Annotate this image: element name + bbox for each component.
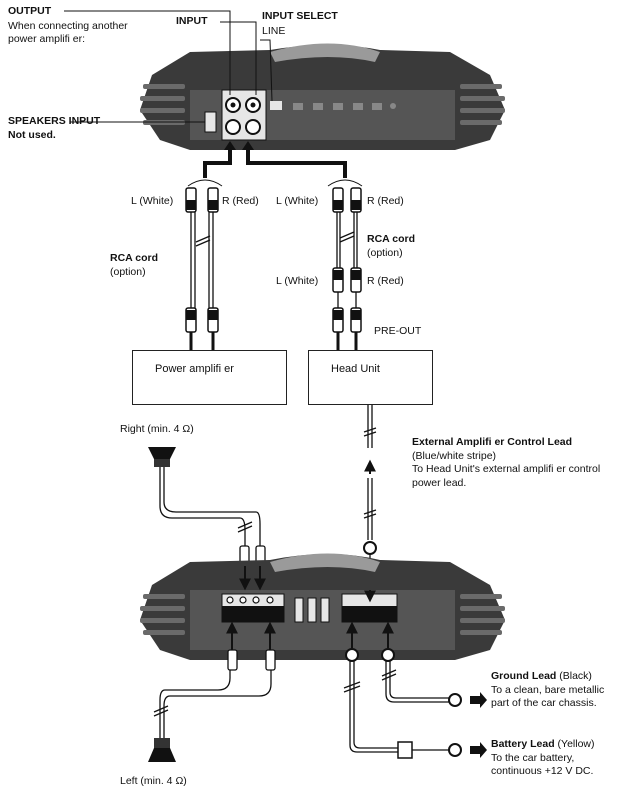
ground-lead-line-1: To a clean, bare metallic (491, 683, 605, 696)
head-unit-label: Head Unit (331, 363, 380, 375)
left-speaker (148, 649, 276, 762)
rca-cord-right (332, 187, 362, 350)
right-speaker-label: Right (min. 4 Ω) (120, 423, 194, 435)
rca-cord-label-left: RCA cord (110, 252, 159, 264)
control-lead-title: External Amplifi er Control Lead (412, 436, 573, 448)
terminal-arrows (226, 566, 394, 650)
rca-cord-label-right: RCA cord (367, 233, 416, 245)
rca-option-label-right: (option) (367, 247, 403, 259)
speakers-input-label: SPEAKERS INPUT (8, 115, 101, 127)
ground-battery-leads (343, 648, 487, 759)
left-white-label-1: L (White) (131, 195, 174, 207)
not-used-label: Not used. (8, 129, 56, 141)
left-speaker-label: Left (min. 4 Ω) (120, 775, 187, 787)
input-select-label: INPUT SELECT (262, 10, 338, 22)
right-speaker (148, 447, 266, 567)
control-lead-line-1: (Blue/white stripe) (412, 449, 497, 462)
left-white-label-3: L (White) (276, 275, 319, 287)
battery-lead-note: Battery Lead (Yellow) To the car battery… (491, 738, 595, 779)
left-white-label-2: L (White) (276, 195, 319, 207)
power-amplifier-box: Power amplifi er (132, 350, 287, 405)
rca-input-lines (203, 150, 347, 178)
control-lead (363, 405, 377, 596)
pre-out-label: PRE-OUT (374, 325, 422, 337)
rca-cord-left (185, 187, 219, 350)
battery-lead-line-2: continuous +12 V DC. (491, 765, 594, 777)
ground-lead-color: (Black) (556, 670, 592, 682)
battery-lead-line-1: To the car battery, (491, 751, 575, 764)
amplifier-top (140, 43, 505, 150)
amplifier-bottom (140, 553, 505, 660)
head-unit-box: Head Unit (308, 350, 433, 405)
line-label: LINE (262, 25, 286, 37)
output-desc-1: When connecting another (8, 20, 128, 32)
right-red-label-2: R (Red) (367, 195, 404, 207)
right-red-label-3: R (Red) (367, 275, 404, 287)
right-red-label-1: R (Red) (222, 195, 259, 207)
input-label: INPUT (176, 15, 208, 27)
battery-lead-color: (Yellow) (554, 738, 595, 750)
control-lead-line-3: power lead. (412, 476, 467, 489)
battery-lead-title: Battery Lead (491, 738, 555, 750)
ground-lead-title: Ground Lead (491, 670, 557, 682)
control-lead-note: External Amplifi er Control Lead (Blue/w… (412, 436, 600, 490)
ground-lead-line-2: part of the car chassis. (491, 697, 597, 709)
output-desc-2: power amplifi er: (8, 33, 86, 45)
power-amplifier-label: Power amplifi er (155, 363, 234, 375)
control-lead-line-2: To Head Unit's external amplifi er contr… (412, 463, 601, 475)
rca-option-label-left: (option) (110, 266, 146, 278)
output-title: OUTPUT (8, 5, 52, 17)
ground-lead-note: Ground Lead (Black) To a clean, bare met… (491, 670, 604, 711)
top-leader-lines (64, 10, 273, 123)
